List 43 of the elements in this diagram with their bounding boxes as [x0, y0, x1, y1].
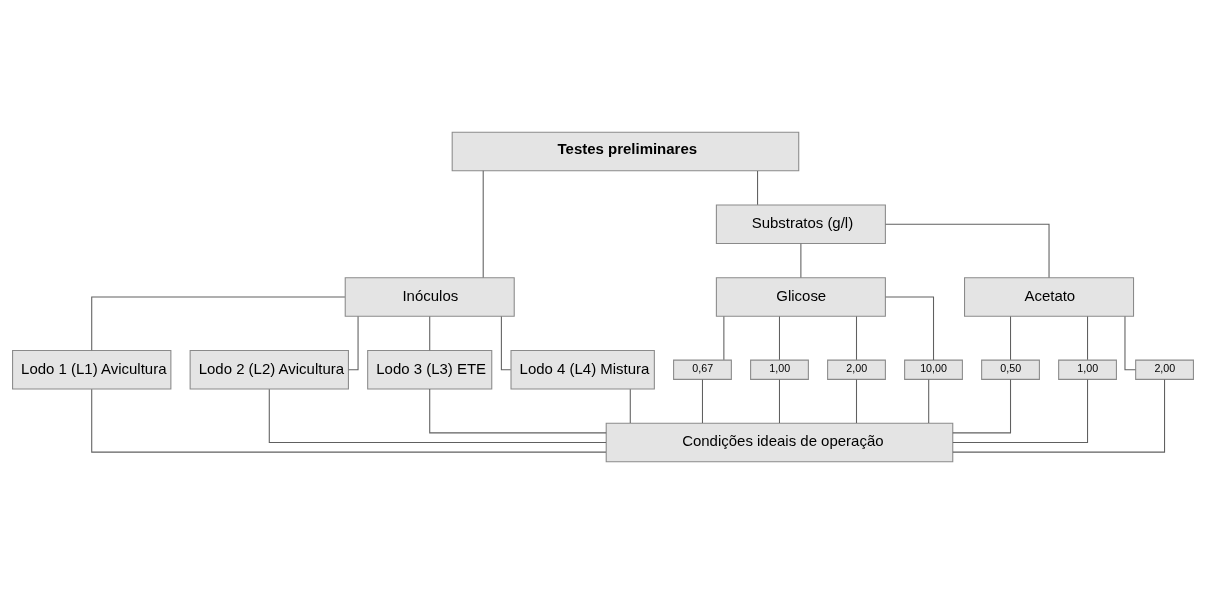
- connector: [885, 296, 935, 361]
- connector: [1124, 315, 1136, 371]
- connector: [500, 315, 512, 371]
- connector: [855, 315, 858, 361]
- connector: [1010, 315, 1012, 361]
- connector: [429, 315, 431, 351]
- node-box: Condições ideais de operação: [605, 422, 954, 463]
- connector: [91, 388, 607, 453]
- connector: [800, 243, 802, 278]
- node-box: 2,00: [1135, 359, 1194, 380]
- connector: [778, 379, 781, 424]
- node-box: 2,00: [827, 359, 886, 380]
- node-box: 0,50: [981, 359, 1040, 380]
- connector: [348, 315, 359, 371]
- connector: [268, 388, 607, 443]
- connector: [952, 379, 1089, 443]
- node-box: Lodo 2 (L2) Avicultura: [189, 349, 349, 390]
- node-box: 10,00: [904, 359, 963, 380]
- node-box: Lodo 1 (L1) Avicultura: [12, 349, 172, 390]
- node-box: 1,00: [750, 359, 809, 380]
- connector: [723, 315, 725, 361]
- node-box: 0,67: [673, 359, 732, 380]
- connector: [928, 379, 930, 424]
- connector: [91, 296, 346, 351]
- node-box: Glicose: [715, 277, 886, 317]
- connector: [629, 388, 631, 424]
- connector: [952, 379, 1012, 434]
- connector: [1087, 315, 1089, 361]
- node-box: Acetato: [964, 277, 1135, 317]
- connector: [429, 388, 607, 434]
- node-box: Lodo 4 (L4) Mistura: [510, 349, 655, 390]
- node-box: Substratos (g/l): [715, 204, 886, 245]
- connector: [757, 170, 759, 206]
- connector: [952, 378, 1166, 453]
- node-box: 1,00: [1058, 359, 1117, 380]
- connector: [778, 315, 781, 361]
- connector: [885, 223, 1050, 279]
- node-box: Testes preliminares: [451, 131, 800, 172]
- node-box: Inóculos: [344, 277, 515, 317]
- connector: [482, 170, 484, 279]
- connector: [701, 379, 703, 424]
- node-box: Lodo 3 (L3) ETE: [367, 349, 493, 390]
- connector: [855, 379, 858, 424]
